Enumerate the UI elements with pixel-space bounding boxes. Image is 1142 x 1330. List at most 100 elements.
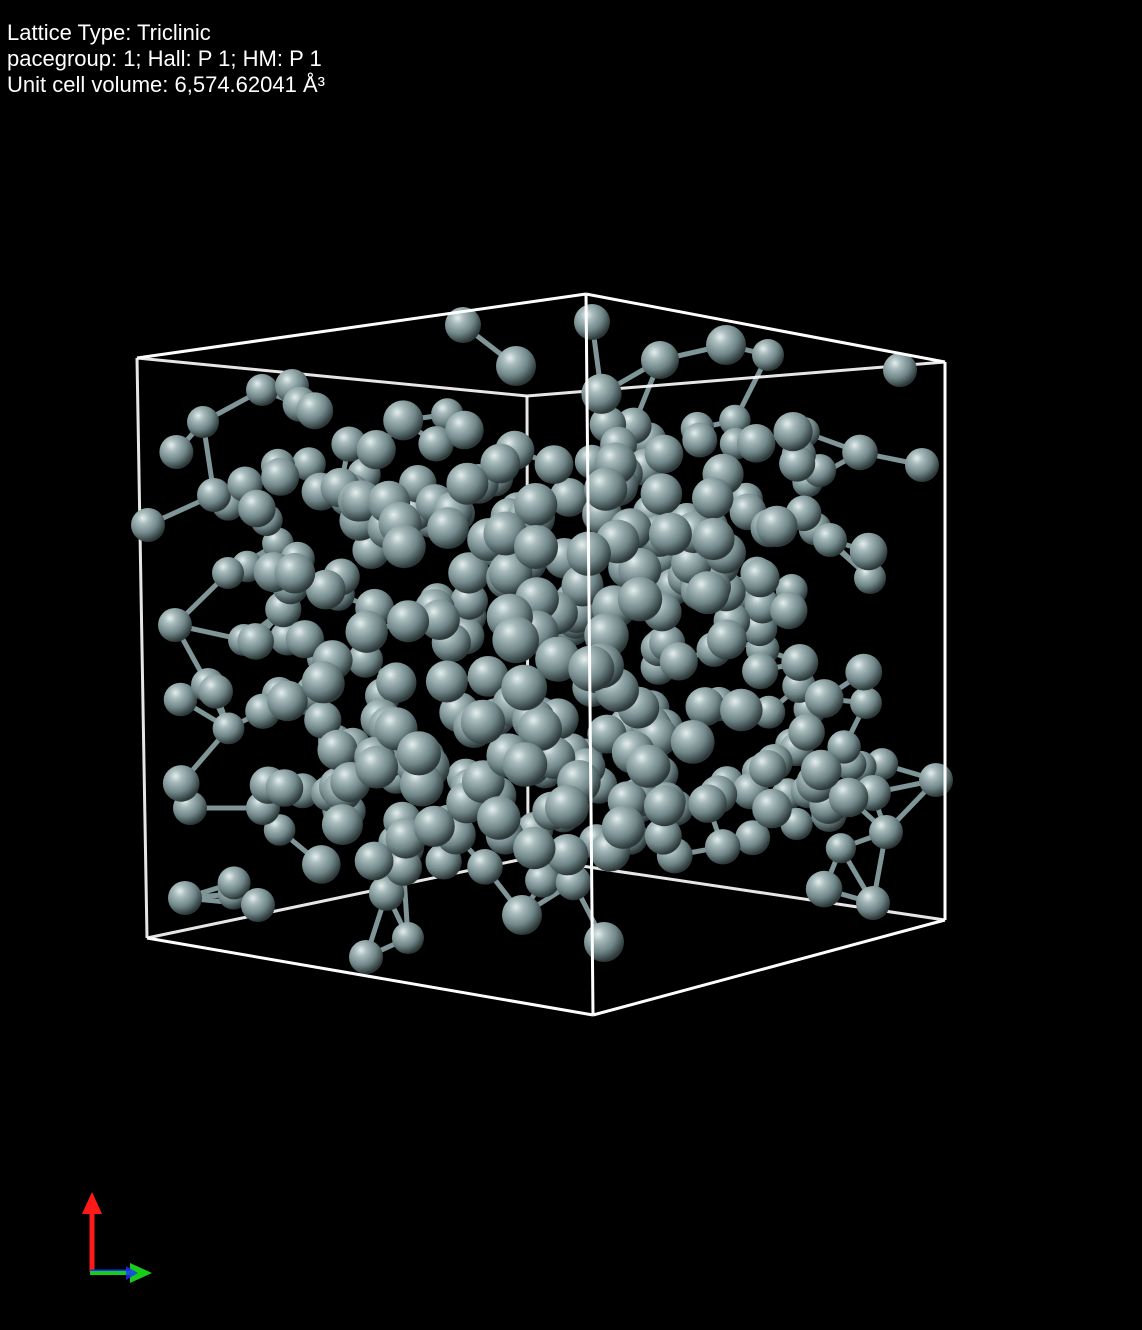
atom-sphere-icon <box>688 784 727 823</box>
atom-sphere-icon <box>692 517 735 561</box>
atom-sphere-icon <box>828 777 869 818</box>
atom-sphere-icon <box>392 922 424 954</box>
atom-sphere-icon <box>467 656 509 697</box>
atom-sphere-icon <box>187 406 219 438</box>
atom-sphere-icon <box>477 796 521 840</box>
atom-sphere-icon <box>396 731 441 776</box>
atom-sphere-icon <box>317 729 358 771</box>
atom-sphere-icon <box>825 833 857 864</box>
cell-volume-label: Unit cell volume: 6,574.62041 Å³ <box>7 72 325 97</box>
atom-sphere-icon <box>285 620 324 659</box>
atom-sphere-icon <box>305 569 346 610</box>
horizontal-axis-arrow-icon <box>130 1263 152 1283</box>
atom-sphere-icon <box>467 849 503 885</box>
atom-sphere-icon <box>719 404 751 437</box>
atom-sphere-icon <box>445 307 481 343</box>
unit-cell-edge <box>136 292 587 360</box>
atom-sphere-icon <box>827 730 861 764</box>
atom-sphere-icon <box>513 826 556 870</box>
lattice-type-label: Lattice Type: Triclinic <box>7 20 211 45</box>
atom-sphere-icon <box>720 688 763 732</box>
atom-sphere-icon <box>756 505 798 548</box>
atom-sphere-icon <box>643 785 685 827</box>
atom-sphere-icon <box>692 477 734 519</box>
atom-sphere-icon <box>854 562 886 594</box>
atom-sphere-icon <box>413 805 455 847</box>
atom-sphere-icon <box>162 765 200 802</box>
atom-sphere-icon <box>659 642 698 681</box>
atom-sphere-icon <box>670 720 715 764</box>
atom-sphere-icon <box>168 881 202 915</box>
atom-sphere-icon <box>773 412 813 452</box>
atom-sphere-icon <box>641 341 679 379</box>
atom-sphere-icon <box>237 623 274 660</box>
atom-sphere-icon <box>382 524 426 569</box>
structure-info-overlay: Lattice Type: Triclinic pacegroup: 1; Ha… <box>7 20 325 98</box>
atom-layer <box>131 304 953 974</box>
atom-sphere-icon <box>518 707 562 751</box>
atom-sphere-icon <box>446 462 489 505</box>
unit-cell-edge <box>135 357 149 939</box>
atom-sphere-icon <box>163 682 198 717</box>
atom-sphere-icon <box>261 457 300 496</box>
atom-sphere-icon <box>644 434 684 474</box>
atom-sphere-icon <box>800 749 842 791</box>
atom-sphere-icon <box>345 610 388 653</box>
atom-sphere-icon <box>241 888 275 922</box>
atom-sphere-icon <box>905 448 939 482</box>
atom-sphere-icon <box>686 571 730 615</box>
atom-sphere-icon <box>265 769 304 807</box>
atom-sphere-icon <box>419 599 460 640</box>
atom-sphere-icon <box>349 940 383 974</box>
atom-sphere-icon <box>274 552 316 594</box>
atom-sphere-icon <box>869 815 903 849</box>
atom-sphere-icon <box>502 895 542 935</box>
axis-triad-icon <box>82 1192 152 1283</box>
atom-sphere-icon <box>212 712 245 745</box>
atom-sphere-icon <box>788 714 825 751</box>
atom-sphere-icon <box>450 582 488 620</box>
atom-sphere-icon <box>752 788 792 829</box>
atom-sphere-icon <box>246 374 278 406</box>
atom-sphere-icon <box>492 616 539 664</box>
atom-sphere-icon <box>427 507 469 549</box>
atom-sphere-icon <box>384 848 422 886</box>
atom-sphere-icon <box>813 523 847 557</box>
atom-sphere-icon <box>158 608 192 642</box>
atom-sphere-icon <box>445 410 484 450</box>
atom-sphere-icon <box>514 483 558 527</box>
atom-sphere-icon <box>741 558 780 598</box>
spacegroup-label: pacegroup: 1; Hall: P 1; HM: P 1 <box>7 46 322 71</box>
atom-sphere-icon <box>383 400 424 441</box>
atom-sphere-icon <box>131 508 165 542</box>
atom-sphere-icon <box>581 373 622 414</box>
atom-sphere-icon <box>779 445 816 482</box>
atom-sphere-icon <box>742 652 779 690</box>
atom-sphere-icon <box>460 699 506 745</box>
atom-sphere-icon <box>752 339 784 371</box>
atom-sphere-icon <box>356 430 396 470</box>
atom-sphere-icon <box>546 834 589 876</box>
atom-sphere-icon <box>267 680 308 722</box>
atom-sphere-icon <box>770 591 808 630</box>
atom-sphere-icon <box>159 435 194 469</box>
atom-sphere-icon <box>568 645 615 692</box>
atom-sphere-icon <box>856 886 890 920</box>
atom-sphere-icon <box>601 805 646 849</box>
atom-sphere-icon <box>238 489 276 528</box>
atom-sphere-icon <box>217 866 251 900</box>
atom-sphere-icon <box>304 701 342 739</box>
atom-sphere-icon <box>198 674 233 709</box>
atom-sphere-icon <box>626 744 670 788</box>
unit-cell-edge <box>584 293 595 1016</box>
atom-sphere-icon <box>425 660 468 703</box>
atom-sphere-icon <box>617 577 663 622</box>
atom-sphere-icon <box>292 447 326 481</box>
atom-sphere-icon <box>706 619 747 660</box>
atom-sphere-icon <box>640 473 683 515</box>
atom-sphere-icon <box>496 346 536 386</box>
unit-cell-edge <box>146 936 594 1017</box>
atom-sphere-icon <box>418 426 454 462</box>
